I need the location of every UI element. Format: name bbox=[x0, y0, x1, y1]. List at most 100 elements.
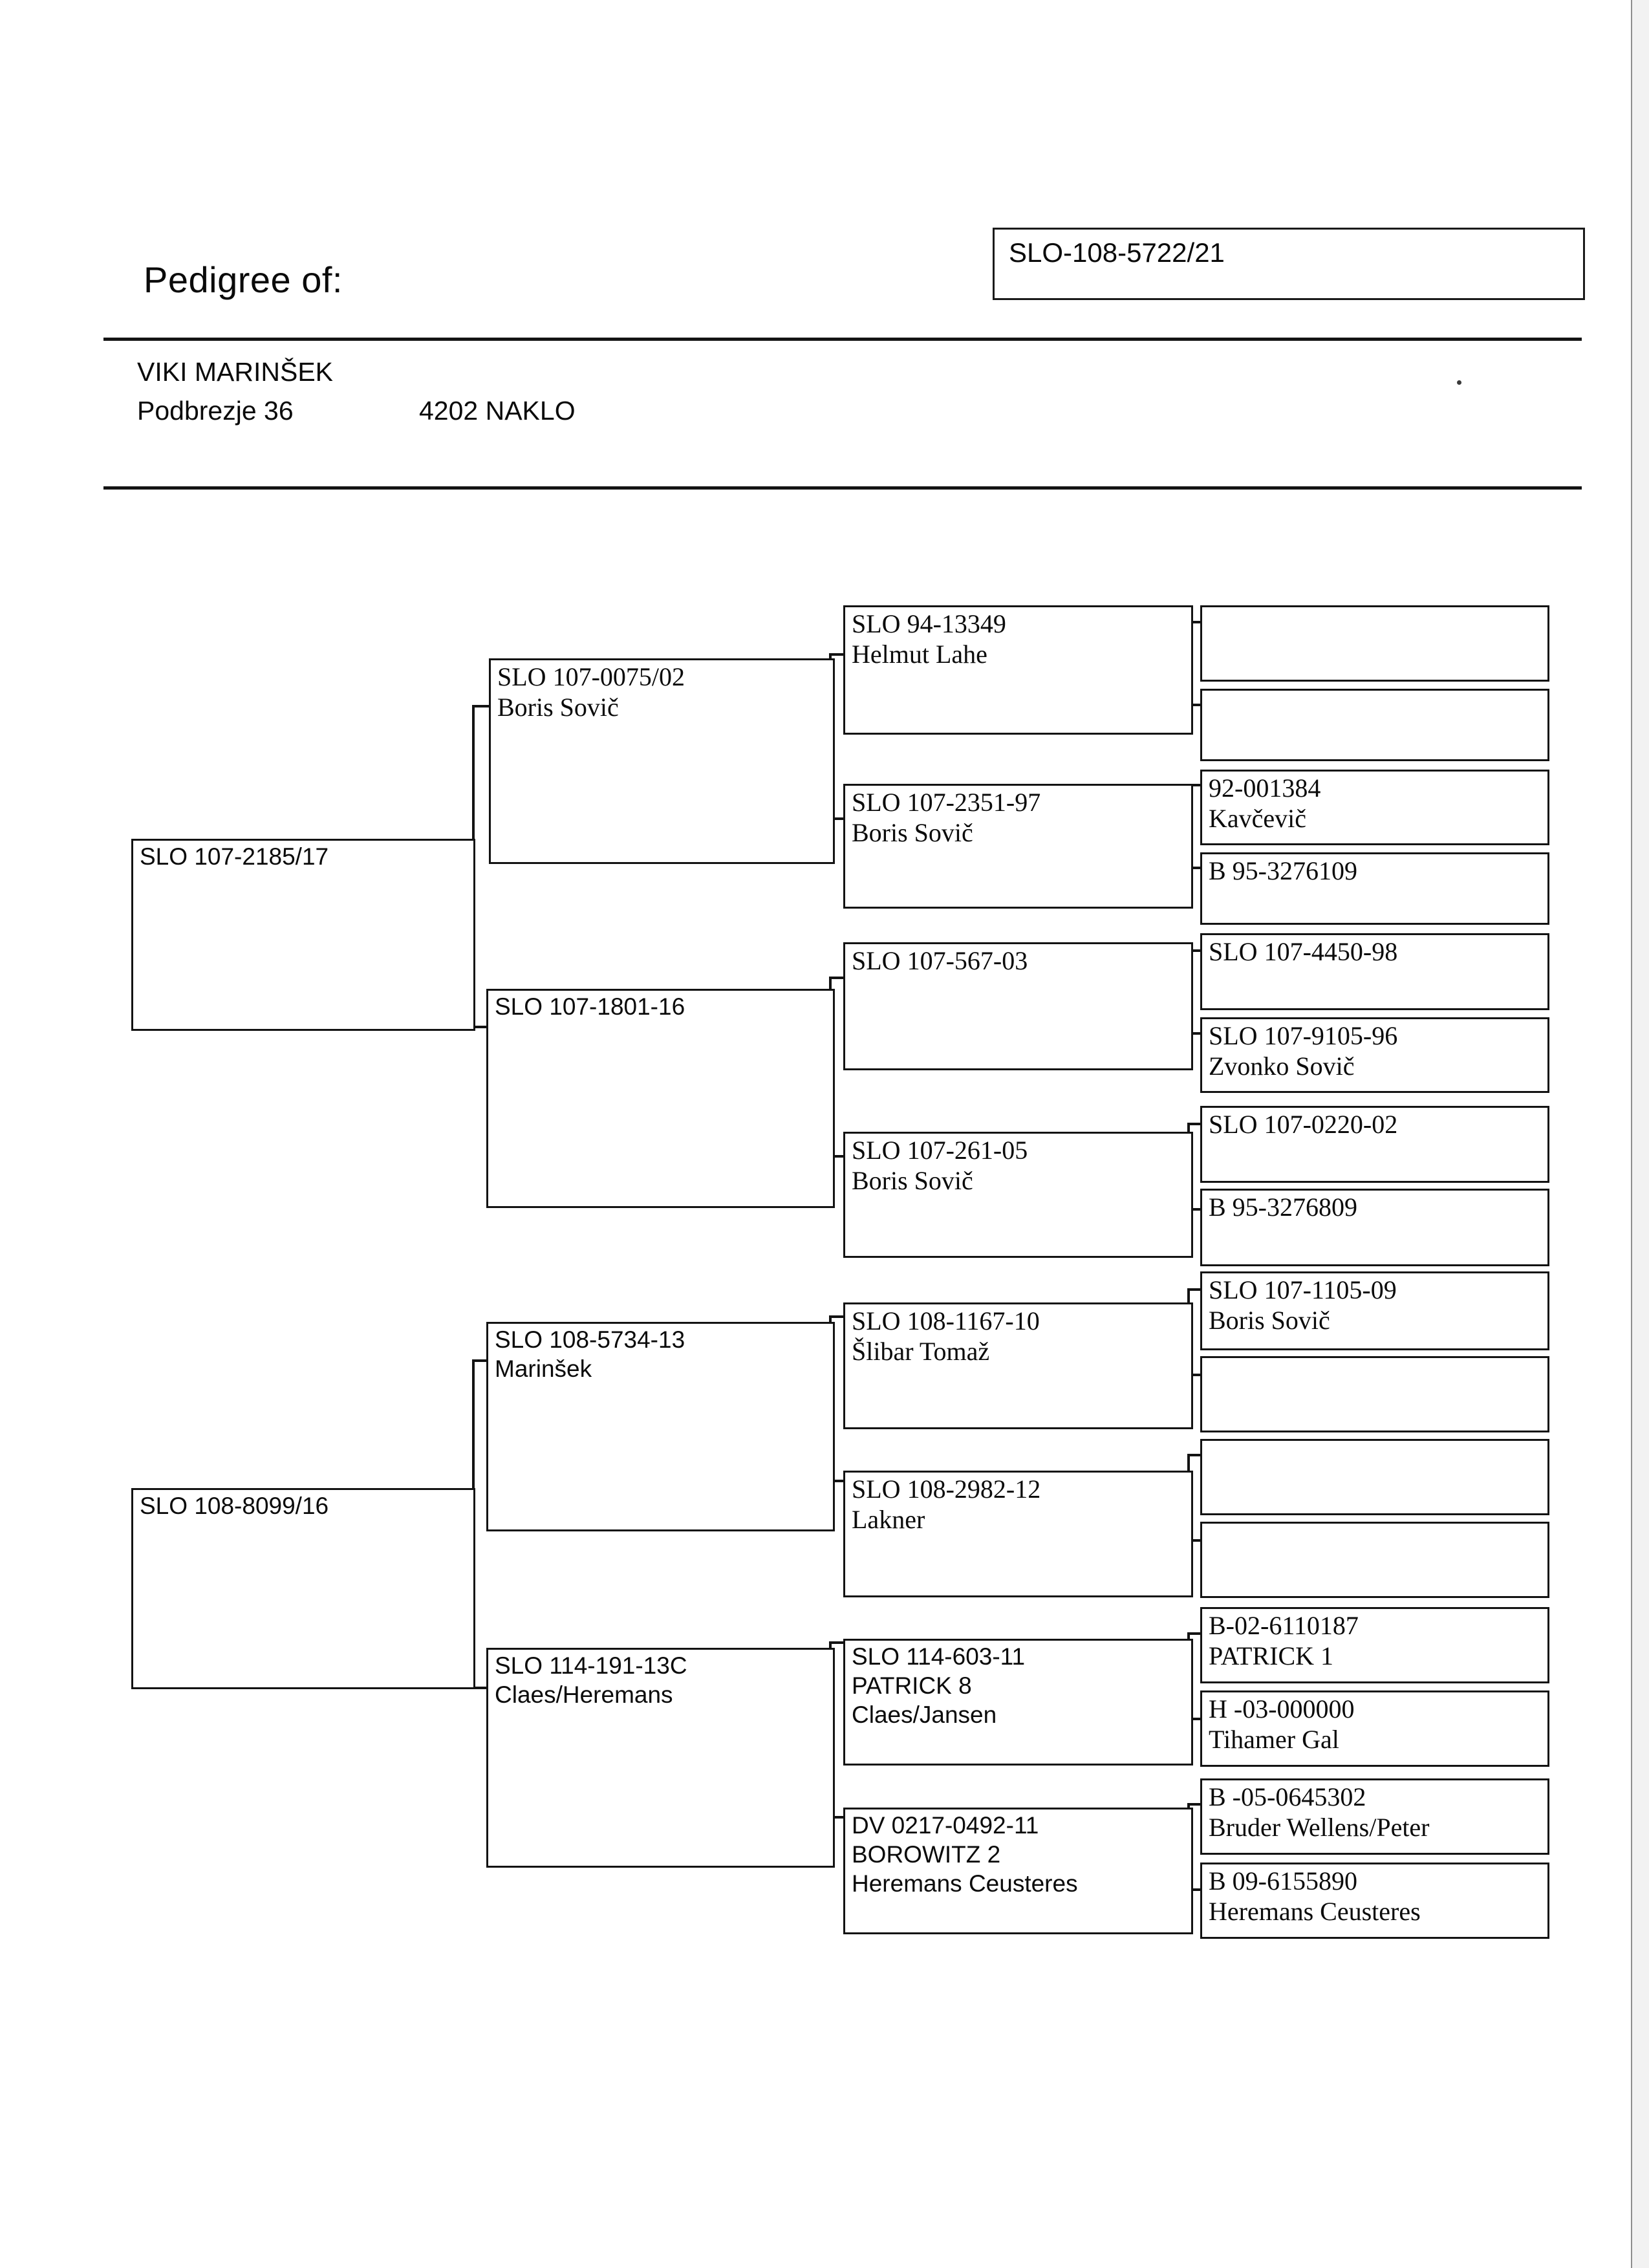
box-line: SLO 107-2351-97 bbox=[852, 788, 1041, 817]
box-line: Helmut Lahe bbox=[852, 640, 987, 669]
scan-speck bbox=[1457, 380, 1461, 385]
connector-g3-6-bot bbox=[1187, 1539, 1200, 1542]
pedigree-box-g4-9[interactable]: SLO 107-1105-09 Boris Sovič bbox=[1200, 1271, 1549, 1350]
connector-g2-2-top bbox=[829, 977, 843, 979]
connector-g3-8-top bbox=[1187, 1803, 1200, 1806]
connector-g3-7-bot bbox=[1187, 1718, 1200, 1720]
pedigree-box-g4-13[interactable]: B-02-6110187 PATRICK 1 bbox=[1200, 1607, 1549, 1683]
box-line: SLO 108-5734-13 bbox=[495, 1326, 685, 1353]
pedigree-box-g3-1[interactable]: SLO 94-13349 Helmut Lahe bbox=[843, 605, 1193, 735]
pedigree-box-g1-sire[interactable]: SLO 107-2185/17 bbox=[131, 839, 475, 1031]
connector-g2-1-top bbox=[829, 653, 843, 656]
pedigree-box-g3-5[interactable]: SLO 108-1167-10 Šlibar Tomaž bbox=[843, 1302, 1193, 1429]
connector-g1-sire-top bbox=[472, 705, 489, 707]
scan-edge-right bbox=[1631, 0, 1649, 2268]
box-line: SLO 107-567-03 bbox=[852, 946, 1028, 975]
pedigree-box-g2-1[interactable]: SLO 107-0075/02 Boris Sovič bbox=[489, 658, 835, 864]
box-line: PATRICK 8 bbox=[852, 1672, 972, 1699]
box-line: SLO 108-2982-12 bbox=[852, 1474, 1041, 1504]
pedigree-box-g3-7[interactable]: SLO 114-603-11 PATRICK 8 Claes/Jansen bbox=[843, 1639, 1193, 1766]
connector-g3-7-top bbox=[1187, 1632, 1200, 1635]
box-line: SLO 107-4450-98 bbox=[1209, 937, 1398, 966]
owner-name: VIKI MARINŠEK bbox=[137, 357, 334, 387]
owner-street: Podbrezje 36 bbox=[137, 396, 294, 426]
box-line: SLO 107-9105-96 bbox=[1209, 1021, 1398, 1050]
pedigree-box-g4-15[interactable]: B -05-0645302 Bruder Wellens/Peter bbox=[1200, 1778, 1549, 1855]
pedigree-box-g4-2[interactable] bbox=[1200, 689, 1549, 761]
pedigree-box-g1-dam[interactable]: SLO 108-8099/16 bbox=[131, 1488, 475, 1689]
connector-g3-1-bot bbox=[1187, 704, 1200, 706]
pedigree-box-g4-14[interactable]: H -03-000000 Tihamer Gal bbox=[1200, 1690, 1549, 1767]
connector-g3-2-top bbox=[1187, 784, 1200, 786]
pedigree-box-g3-3[interactable]: SLO 107-567-03 bbox=[843, 942, 1193, 1070]
box-line: SLO 107-0075/02 bbox=[497, 662, 685, 691]
connector-g3-5-top bbox=[1187, 1288, 1200, 1291]
pedigree-box-g2-4[interactable]: SLO 114-191-13C Claes/Heremans bbox=[486, 1648, 835, 1868]
box-line: SLO 108-1167-10 bbox=[852, 1306, 1040, 1335]
box-line: SLO 114-603-11 bbox=[852, 1643, 1026, 1670]
pedigree-box-g4-12[interactable] bbox=[1200, 1522, 1549, 1598]
box-line: SLO 107-261-05 bbox=[852, 1136, 1028, 1165]
pedigree-box-g2-2[interactable]: SLO 107-1801-16 bbox=[486, 989, 835, 1208]
box-line: Claes/Heremans bbox=[495, 1681, 673, 1708]
box-line: SLO 94-13349 bbox=[852, 609, 1006, 638]
pedigree-box-g4-10[interactable] bbox=[1200, 1356, 1549, 1432]
connector-g3-3-top bbox=[1187, 949, 1200, 952]
pedigree-box-g2-3[interactable]: SLO 108-5734-13 Marinšek bbox=[486, 1322, 835, 1531]
box-line: B 09-6155890 bbox=[1209, 1866, 1357, 1895]
connector-g3-4-bot bbox=[1187, 1208, 1200, 1211]
connector-g3-1-top bbox=[1187, 621, 1200, 623]
box-line: Tihamer Gal bbox=[1209, 1725, 1339, 1754]
connector-g2-4-top bbox=[829, 1641, 843, 1644]
scan-edge-left bbox=[0, 0, 9, 2268]
box-line: BOROWITZ 2 bbox=[852, 1841, 1001, 1868]
connector-g2-4-bot bbox=[829, 1816, 843, 1819]
pedigree-box-g3-8[interactable]: DV 0217-0492-11 BOROWITZ 2 Heremans Ceus… bbox=[843, 1808, 1193, 1934]
box-line: Lakner bbox=[852, 1505, 925, 1534]
pedigree-box-g4-16[interactable]: B 09-6155890 Heremans Ceusteres bbox=[1200, 1863, 1549, 1939]
connector-g1-dam-top bbox=[472, 1359, 489, 1362]
box-line: SLO 107-0220-02 bbox=[1209, 1110, 1398, 1139]
pedigree-box-g4-1[interactable] bbox=[1200, 605, 1549, 682]
connector-g3-4-top bbox=[1187, 1123, 1200, 1125]
box-line: SLO 107-2185/17 bbox=[140, 843, 329, 870]
box-line: B 95-3276809 bbox=[1209, 1193, 1357, 1222]
connector-g1-dam-bot bbox=[472, 1687, 489, 1689]
pedigree-box-g4-8[interactable]: B 95-3276809 bbox=[1200, 1189, 1549, 1266]
ring-number-box: SLO-108-5722/21 bbox=[993, 228, 1585, 300]
connector-g2-3-bot bbox=[829, 1480, 843, 1482]
pedigree-box-g4-4[interactable]: B 95-3276109 bbox=[1200, 852, 1549, 925]
box-line: SLO 107-1801-16 bbox=[495, 993, 685, 1020]
box-line: PATRICK 1 bbox=[1209, 1641, 1334, 1670]
box-line: Heremans Ceusteres bbox=[1209, 1897, 1421, 1926]
connector-g3-2-bot bbox=[1187, 867, 1200, 869]
pedigree-box-g3-6[interactable]: SLO 108-2982-12 Lakner bbox=[843, 1471, 1193, 1597]
pedigree-box-g3-4[interactable]: SLO 107-261-05 Boris Sovič bbox=[843, 1132, 1193, 1258]
pedigree-box-g4-5[interactable]: SLO 107-4450-98 bbox=[1200, 933, 1549, 1010]
connector-g2-2-bot bbox=[829, 1155, 843, 1158]
divider-bottom bbox=[103, 486, 1582, 490]
box-line: SLO 108-8099/16 bbox=[140, 1493, 329, 1519]
pedigree-box-g4-3[interactable]: 92-001384 Kavčevič bbox=[1200, 770, 1549, 845]
box-line: Zvonko Sovič bbox=[1209, 1052, 1355, 1081]
box-line: Kavčevič bbox=[1209, 804, 1307, 833]
box-line: Boris Sovič bbox=[497, 693, 619, 722]
box-line: B 95-3276109 bbox=[1209, 856, 1357, 885]
connector-g1-sire-bot bbox=[472, 1026, 489, 1028]
connector-g3-3-bot bbox=[1187, 1032, 1200, 1035]
pedigree-box-g4-11[interactable] bbox=[1200, 1439, 1549, 1515]
box-line: Marinšek bbox=[495, 1355, 592, 1382]
box-line: H -03-000000 bbox=[1209, 1694, 1355, 1723]
pedigree-box-g4-6[interactable]: SLO 107-9105-96 Zvonko Sovič bbox=[1200, 1017, 1549, 1093]
pedigree-box-g4-7[interactable]: SLO 107-0220-02 bbox=[1200, 1106, 1549, 1183]
connector-g2-1-bot bbox=[829, 817, 843, 820]
box-line: Šlibar Tomaž bbox=[852, 1337, 990, 1366]
owner-city: 4202 NAKLO bbox=[419, 396, 576, 426]
box-line: Boris Sovič bbox=[1209, 1306, 1330, 1335]
connector-g3-6-top bbox=[1187, 1454, 1200, 1456]
divider-top bbox=[103, 338, 1582, 341]
box-line: Boris Sovič bbox=[852, 818, 973, 847]
box-line: Bruder Wellens/Peter bbox=[1209, 1813, 1430, 1842]
pedigree-box-g3-2[interactable]: SLO 107-2351-97 Boris Sovič bbox=[843, 784, 1193, 909]
